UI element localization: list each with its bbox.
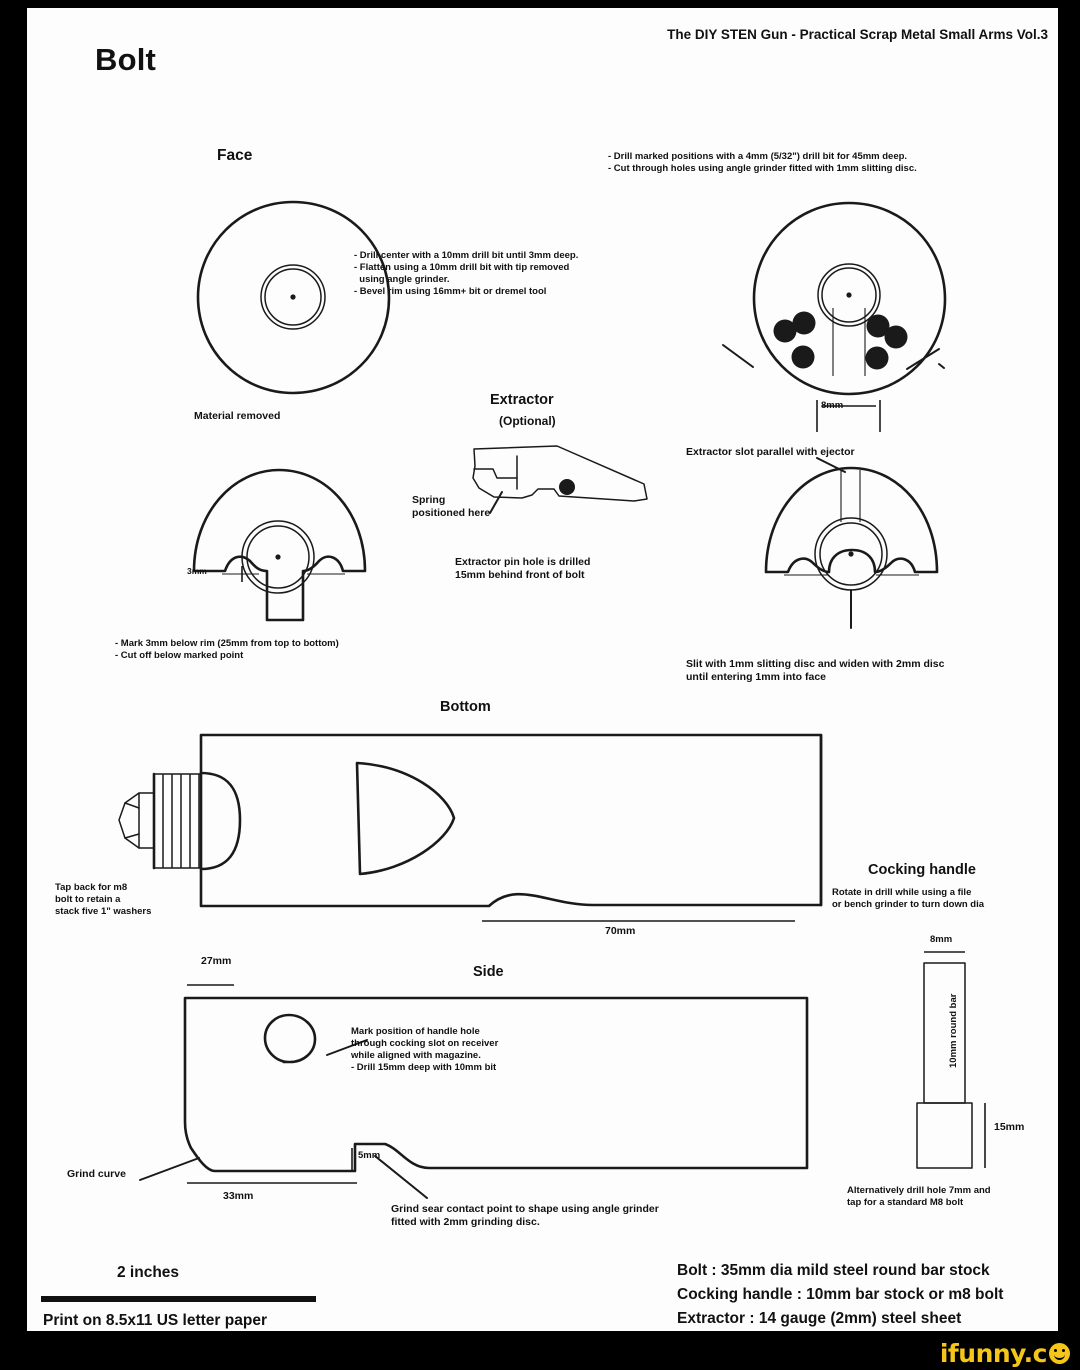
bottom-tap-note: Tap back for m8 bolt to retain a stack f… xyxy=(55,882,152,918)
footer-spec-bolt: Bolt : 35mm dia mild steel round bar sto… xyxy=(677,1262,990,1279)
footer-print-note: Print on 8.5x11 US letter paper xyxy=(43,1312,267,1329)
cocking-handle-dim-15mm: 15mm xyxy=(994,1121,1025,1133)
extractor-slot-note: Extractor slot parallel with ejector xyxy=(686,446,855,458)
extractor-part-shape xyxy=(472,445,648,514)
rim-dimension-3mm: 3mm xyxy=(187,566,207,576)
footer-scale-label: 2 inches xyxy=(117,1264,180,1281)
smiley-icon xyxy=(1049,1343,1070,1364)
side-section-label: Side xyxy=(473,964,504,980)
face-ejector-notes: - Drill marked positions with a 4mm (5/3… xyxy=(608,151,917,175)
extractor-optional-label: (Optional) xyxy=(499,414,556,428)
cocking-handle-label: Cocking handle xyxy=(868,862,976,878)
scale-bar xyxy=(41,1296,316,1302)
face-slot-profile xyxy=(764,457,939,629)
bottom-view xyxy=(118,733,823,922)
cocking-handle-bar-label: 10mm round bar xyxy=(948,993,959,1068)
bottom-section-label: Bottom xyxy=(440,699,491,715)
face-section-label: Face xyxy=(217,147,253,164)
slit-note: Slit with 1mm slitting disc and widen wi… xyxy=(686,658,945,684)
page-header-right: The DIY STEN Gun - Practical Scrap Metal… xyxy=(667,27,1048,42)
side-view xyxy=(139,984,809,1199)
footer-spec-handle: Cocking handle : 10mm bar stock or m8 bo… xyxy=(677,1286,1004,1303)
footer-spec-extractor: Extractor : 14 gauge (2mm) steel sheet xyxy=(677,1310,962,1327)
cocking-handle-dim-8mm: 8mm xyxy=(930,934,953,945)
side-dimension-5mm: 5mm xyxy=(358,1150,381,1161)
page-title: Bolt xyxy=(95,42,157,77)
face-drill-notes: - Drill center with a 10mm drill bit unt… xyxy=(354,250,579,298)
cocking-handle-note: Rotate in drill while using a file or be… xyxy=(832,887,984,911)
face-cutoff-profile xyxy=(192,468,367,622)
extractor-section-label: Extractor xyxy=(490,392,554,408)
side-handle-note: Mark position of handle hole through coc… xyxy=(351,1026,499,1074)
drawing-page: The DIY STEN Gun - Practical Scrap Metal… xyxy=(27,8,1058,1331)
extractor-pin-note: Extractor pin hole is drilled 15mm behin… xyxy=(455,556,591,582)
side-dimension-27mm: 27mm xyxy=(201,955,232,967)
watermark-text: ifunny.c xyxy=(939,1339,1048,1368)
face-ejector-holes-circle xyxy=(722,201,947,432)
material-removed-caption: Material removed xyxy=(194,410,281,422)
side-sear-note: Grind sear contact point to shape using … xyxy=(391,1203,659,1229)
extractor-spring-note: Spring positioned here xyxy=(412,494,491,520)
cocking-handle-alt-note: Alternatively drill hole 7mm and tap for… xyxy=(847,1185,991,1209)
face-mark-notes: - Mark 3mm below rim (25mm from top to b… xyxy=(115,638,339,662)
bottom-dimension-70mm: 70mm xyxy=(605,925,636,937)
side-grind-curve-label: Grind curve xyxy=(67,1168,126,1180)
hole-dimension-8mm: 8mm xyxy=(821,400,844,411)
ifunny-watermark: ifunny.c xyxy=(940,1339,1070,1368)
side-dimension-33mm: 33mm xyxy=(223,1190,254,1202)
